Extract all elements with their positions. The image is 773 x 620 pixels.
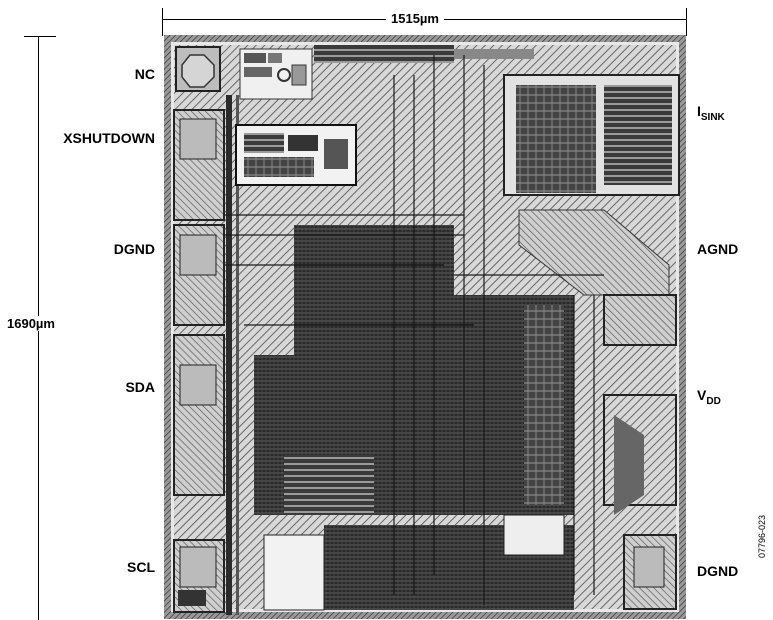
width-dim-tick-left bbox=[162, 8, 163, 36]
pin-agnd-label: AGND bbox=[697, 241, 739, 257]
width-dim-tick-right bbox=[686, 8, 687, 36]
pin-vdd-label: VDD bbox=[697, 387, 721, 407]
die-layout bbox=[164, 35, 686, 619]
pin-isink-label: ISINK bbox=[697, 103, 725, 123]
pin-xshutdown-label: XSHUTDOWN bbox=[63, 130, 155, 146]
height-dim-tick-top bbox=[24, 36, 56, 37]
pin-dgnd-right-label: DGND bbox=[697, 563, 739, 579]
pin-nc-label: NC bbox=[134, 66, 155, 82]
pin-sda-label: SDA bbox=[125, 379, 155, 395]
pin-scl-label: SCL bbox=[127, 559, 155, 575]
height-dim-label: 1690µm bbox=[2, 316, 60, 331]
width-dim-label: 1515µm bbox=[386, 11, 444, 26]
pin-dgnd-left-label: DGND bbox=[113, 241, 155, 257]
figure-id: 07796-023 bbox=[757, 514, 767, 558]
